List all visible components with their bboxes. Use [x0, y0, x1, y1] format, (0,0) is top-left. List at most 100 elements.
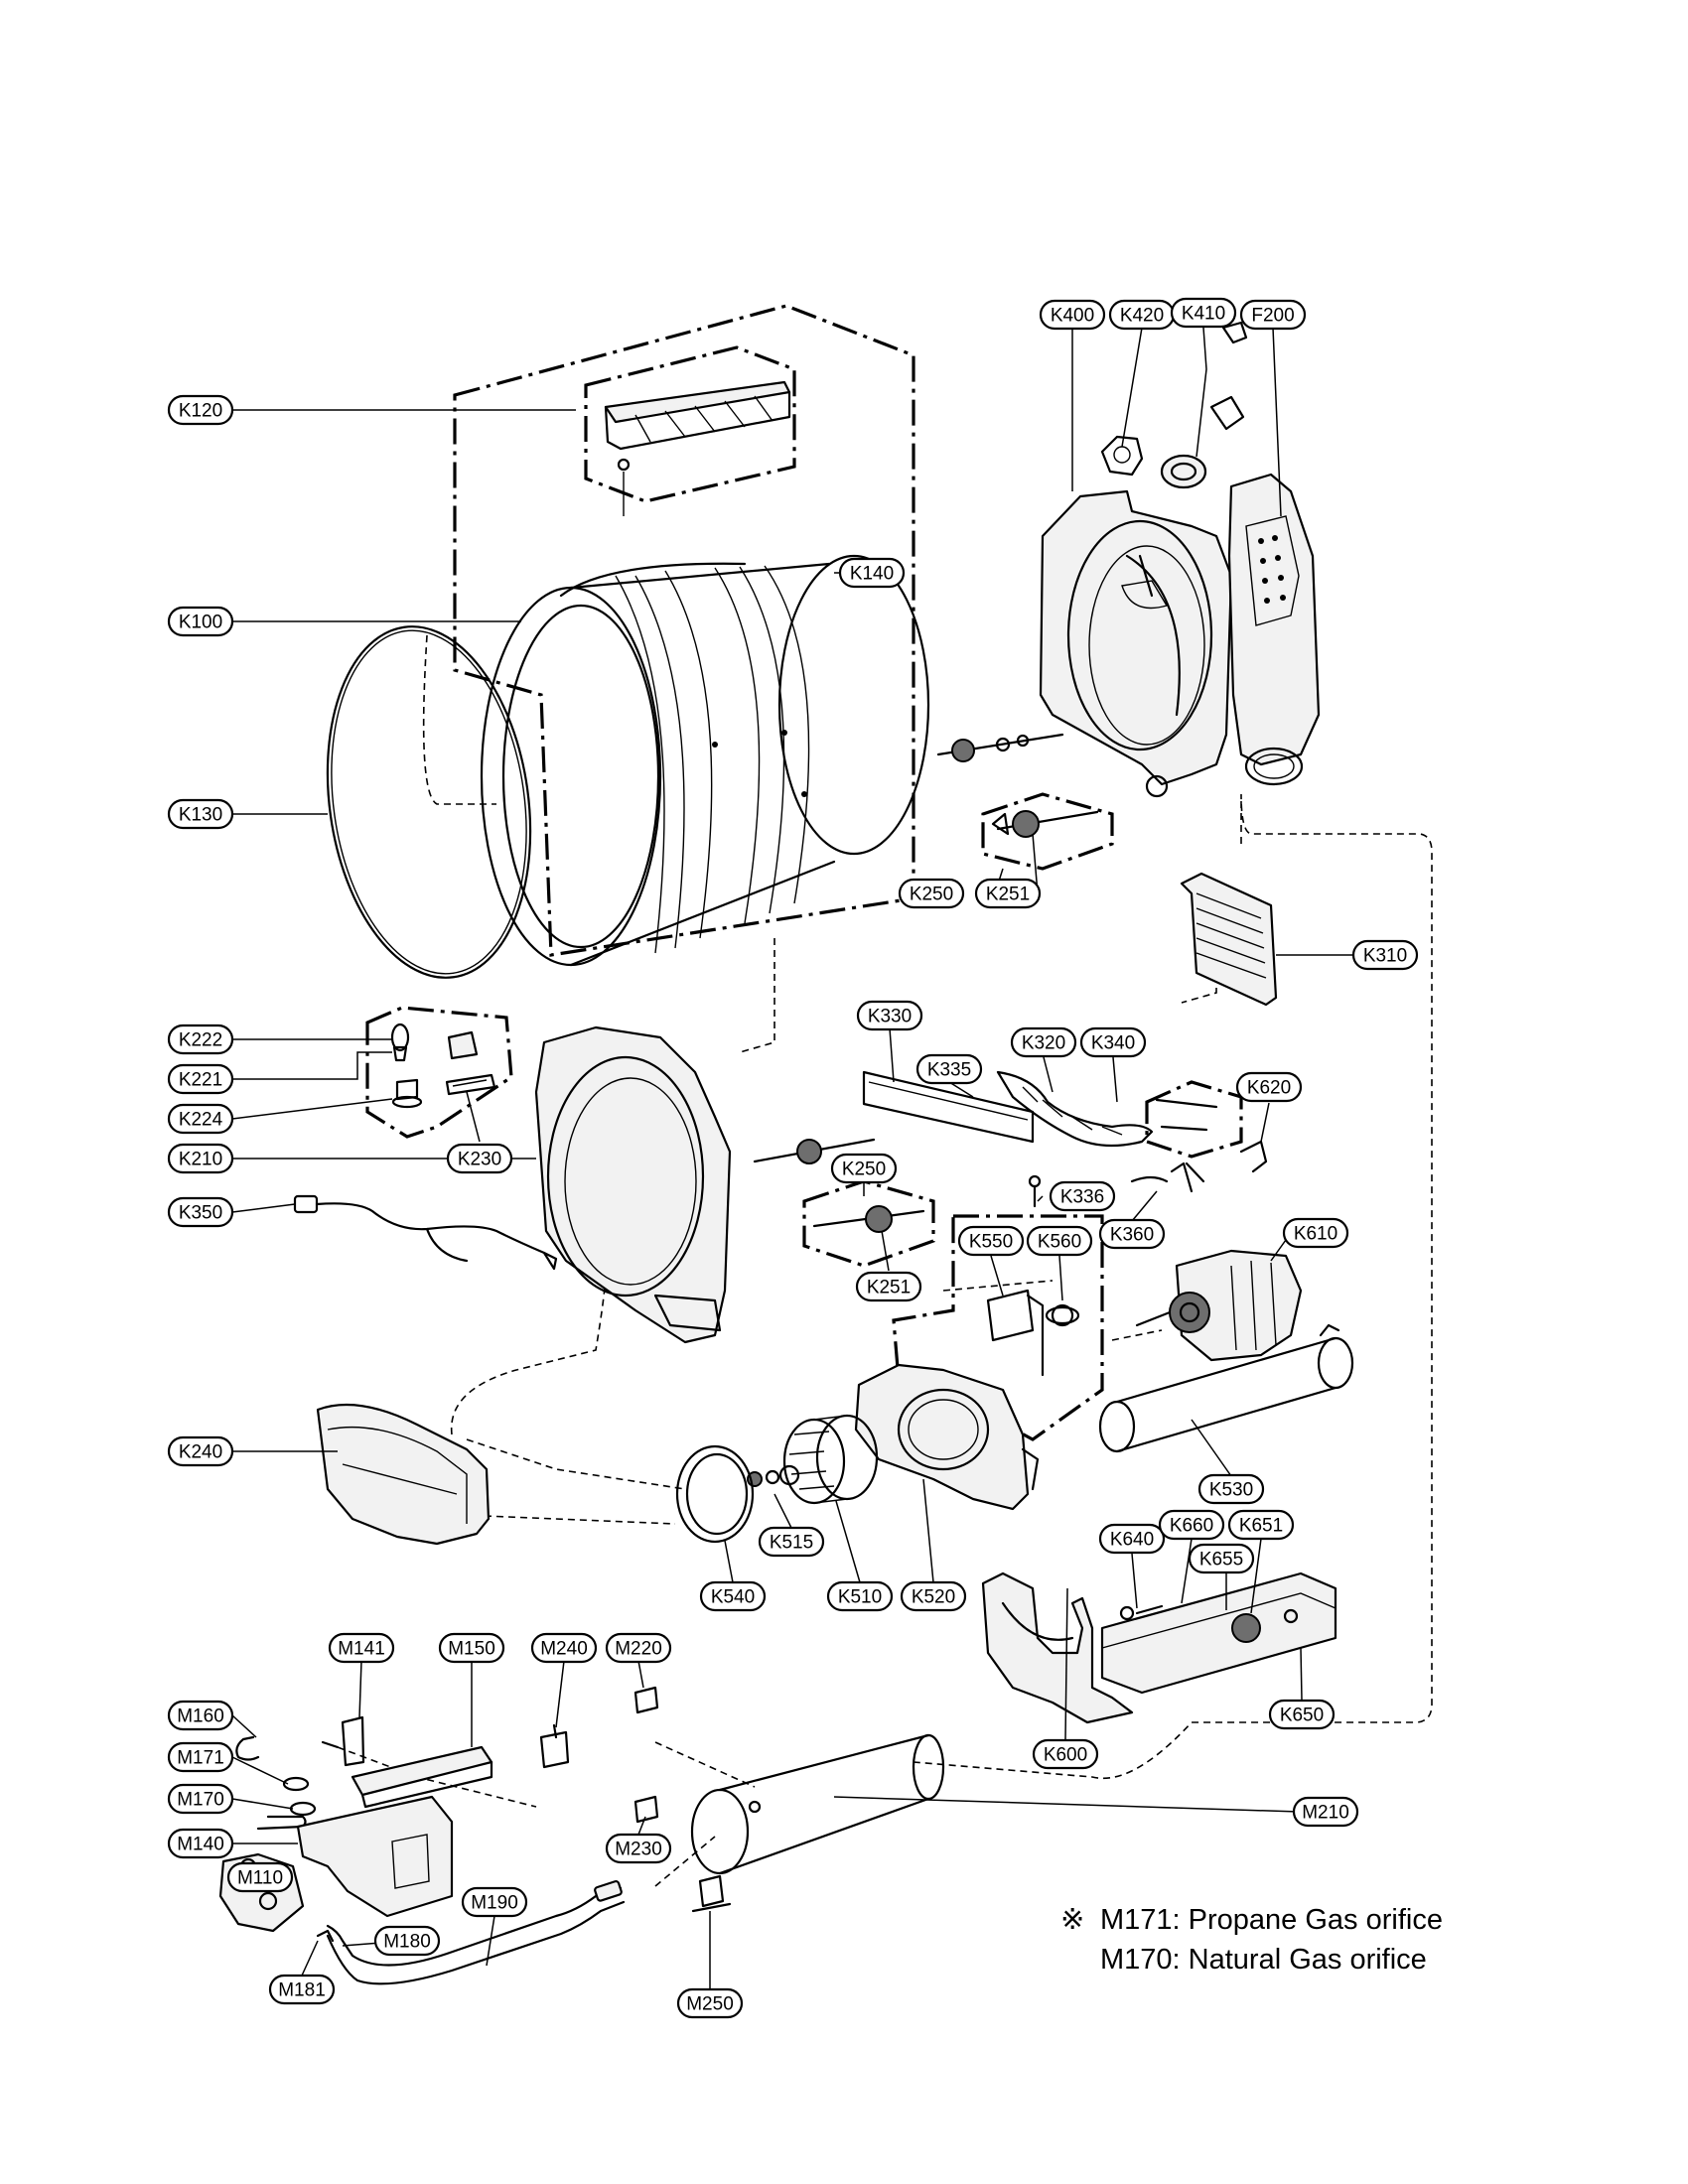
front-duct-part [316, 1403, 491, 1546]
callout-m181: M181 [268, 1974, 336, 2005]
callout-oval [1158, 1509, 1225, 1541]
callout-label: K251 [986, 885, 1030, 905]
callout-oval [167, 1063, 234, 1095]
lifter-part [604, 380, 791, 516]
callout-label: M210 [1302, 1803, 1349, 1824]
callout-k340: K340 [1079, 1026, 1147, 1058]
exhaust-duct-panel-part [1227, 473, 1321, 786]
callout-oval [461, 1886, 528, 1918]
callout-label: M230 [615, 1840, 662, 1860]
callout-k222: K222 [167, 1024, 234, 1055]
callout-label: K210 [179, 1150, 222, 1170]
callout-k140: K140 [838, 557, 906, 589]
callout-oval [373, 1925, 441, 1957]
callout-k320: K320 [1010, 1026, 1077, 1058]
callout-oval [268, 1974, 336, 2005]
callout-label: K250 [842, 1160, 886, 1180]
callout-oval [1049, 1180, 1116, 1212]
callout-label: M190 [471, 1893, 518, 1914]
motor-bracket-small-parts [1028, 1140, 1268, 1208]
callout-oval [699, 1580, 767, 1612]
callout-k230: K230 [446, 1143, 513, 1174]
callout-oval [1292, 1796, 1359, 1828]
callout-label: K655 [1199, 1550, 1243, 1570]
callout-k420: K420 [1108, 299, 1176, 331]
callout-k100: K100 [167, 606, 234, 637]
callout-label: K400 [1051, 306, 1094, 327]
callout-m230: M230 [605, 1833, 672, 1864]
callout-k600: K600 [1032, 1738, 1099, 1770]
callout-label: K540 [711, 1587, 755, 1608]
callout-label: K335 [927, 1060, 971, 1081]
callout-k350: K350 [167, 1196, 234, 1228]
callout-label: M220 [615, 1639, 662, 1660]
callout-oval [974, 878, 1042, 909]
callout-oval [1170, 297, 1237, 329]
drum-part [480, 554, 930, 967]
callout-label: K620 [1247, 1078, 1291, 1099]
thermostat-parts [986, 1289, 1080, 1377]
callout-oval [167, 1828, 234, 1859]
callout-oval [605, 1833, 672, 1864]
callout-label: K560 [1038, 1232, 1081, 1253]
callout-label: K651 [1239, 1516, 1283, 1537]
callout-label: K650 [1280, 1706, 1324, 1726]
callout-label: K140 [850, 564, 894, 585]
callout-label: K221 [179, 1070, 222, 1091]
callout-oval [1239, 299, 1307, 331]
lint-filter-part [1180, 872, 1278, 1007]
callout-m210: M210 [1292, 1796, 1359, 1828]
callout-k250a: K250 [898, 878, 965, 909]
blower-seal-part [675, 1444, 755, 1544]
callout-oval [1098, 1523, 1166, 1555]
callout-oval [1227, 1509, 1295, 1541]
callout-m180: M180 [373, 1925, 441, 1957]
callout-k610: K610 [1282, 1217, 1349, 1249]
callout-m141: M141 [328, 1632, 395, 1664]
door-switch-harness-part [293, 1194, 558, 1271]
callout-m160: M160 [167, 1700, 234, 1731]
callout-k336: K336 [1049, 1180, 1116, 1212]
callout-label: K515 [770, 1533, 813, 1554]
callout-oval [167, 1435, 234, 1467]
front-bulkhead-part [534, 1025, 732, 1344]
drive-motor-part [1135, 1249, 1303, 1362]
callout-oval [1351, 939, 1419, 971]
callout-oval [167, 1196, 234, 1228]
motor-mount-parts [981, 1571, 1337, 1724]
leader-lines [231, 327, 1360, 1989]
callout-label: K520 [912, 1587, 955, 1608]
callout-oval [758, 1526, 825, 1558]
callout-label: K250 [910, 885, 953, 905]
callout-k530: K530 [1197, 1473, 1265, 1505]
callout-label: K240 [179, 1442, 222, 1463]
callout-m240: M240 [530, 1632, 598, 1664]
callout-k655: K655 [1188, 1543, 1255, 1574]
callout-label: K222 [179, 1030, 222, 1051]
callout-oval [1026, 1225, 1093, 1257]
callout-oval [605, 1632, 672, 1664]
callout-label: K251 [867, 1278, 911, 1298]
callout-oval [1098, 1218, 1166, 1250]
seal-ring-part [326, 625, 532, 979]
burner-tube-parts [539, 1686, 945, 1913]
blower-washer-parts [747, 1464, 800, 1487]
callout-label: F200 [1251, 306, 1294, 327]
callout-oval [167, 1700, 234, 1731]
callout-m220: M220 [605, 1632, 672, 1664]
callout-label: K550 [969, 1232, 1013, 1253]
callout-label: K360 [1110, 1225, 1154, 1246]
callout-oval [1188, 1543, 1255, 1574]
callout-oval [826, 1580, 894, 1612]
blower-wheel-part [782, 1414, 879, 1505]
callout-k410: K410 [1170, 297, 1237, 329]
callout-k400: K400 [1039, 299, 1106, 331]
callout-m250: M250 [676, 1987, 744, 2019]
callout-oval [856, 1000, 923, 1031]
callout-k251b: K251 [855, 1271, 922, 1302]
duct-cover-parts [862, 1070, 1218, 1183]
callout-label: K660 [1170, 1516, 1213, 1537]
callout-label: M160 [177, 1706, 224, 1727]
callout-k660: K660 [1158, 1509, 1225, 1541]
note-line-natural: M170: Natural Gas orifice [1100, 1944, 1427, 1976]
